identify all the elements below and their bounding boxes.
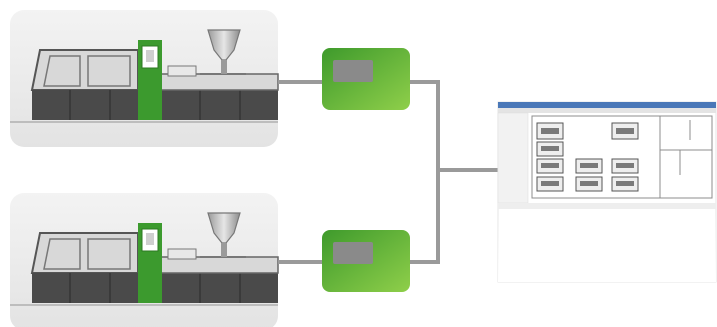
- injection-machine-1: [9, 9, 279, 148]
- screen-sidebar: [497, 112, 529, 204]
- screen-title-bar: [498, 102, 716, 108]
- screen-status-bar: [498, 203, 716, 209]
- screen-floorplan: [531, 115, 713, 199]
- injection-machine-2: [9, 192, 279, 327]
- screen-tile-displays: [541, 128, 634, 186]
- interface-box-1: [322, 48, 410, 110]
- interface-box-display: [333, 60, 373, 82]
- connector-lines: [278, 80, 498, 264]
- bus-line: [410, 80, 440, 264]
- screen-fade: [498, 215, 716, 282]
- interface-box-2: [322, 230, 410, 292]
- screen-toolbar: [498, 108, 716, 113]
- software-screen: [497, 101, 717, 283]
- interface-box-display: [333, 242, 373, 264]
